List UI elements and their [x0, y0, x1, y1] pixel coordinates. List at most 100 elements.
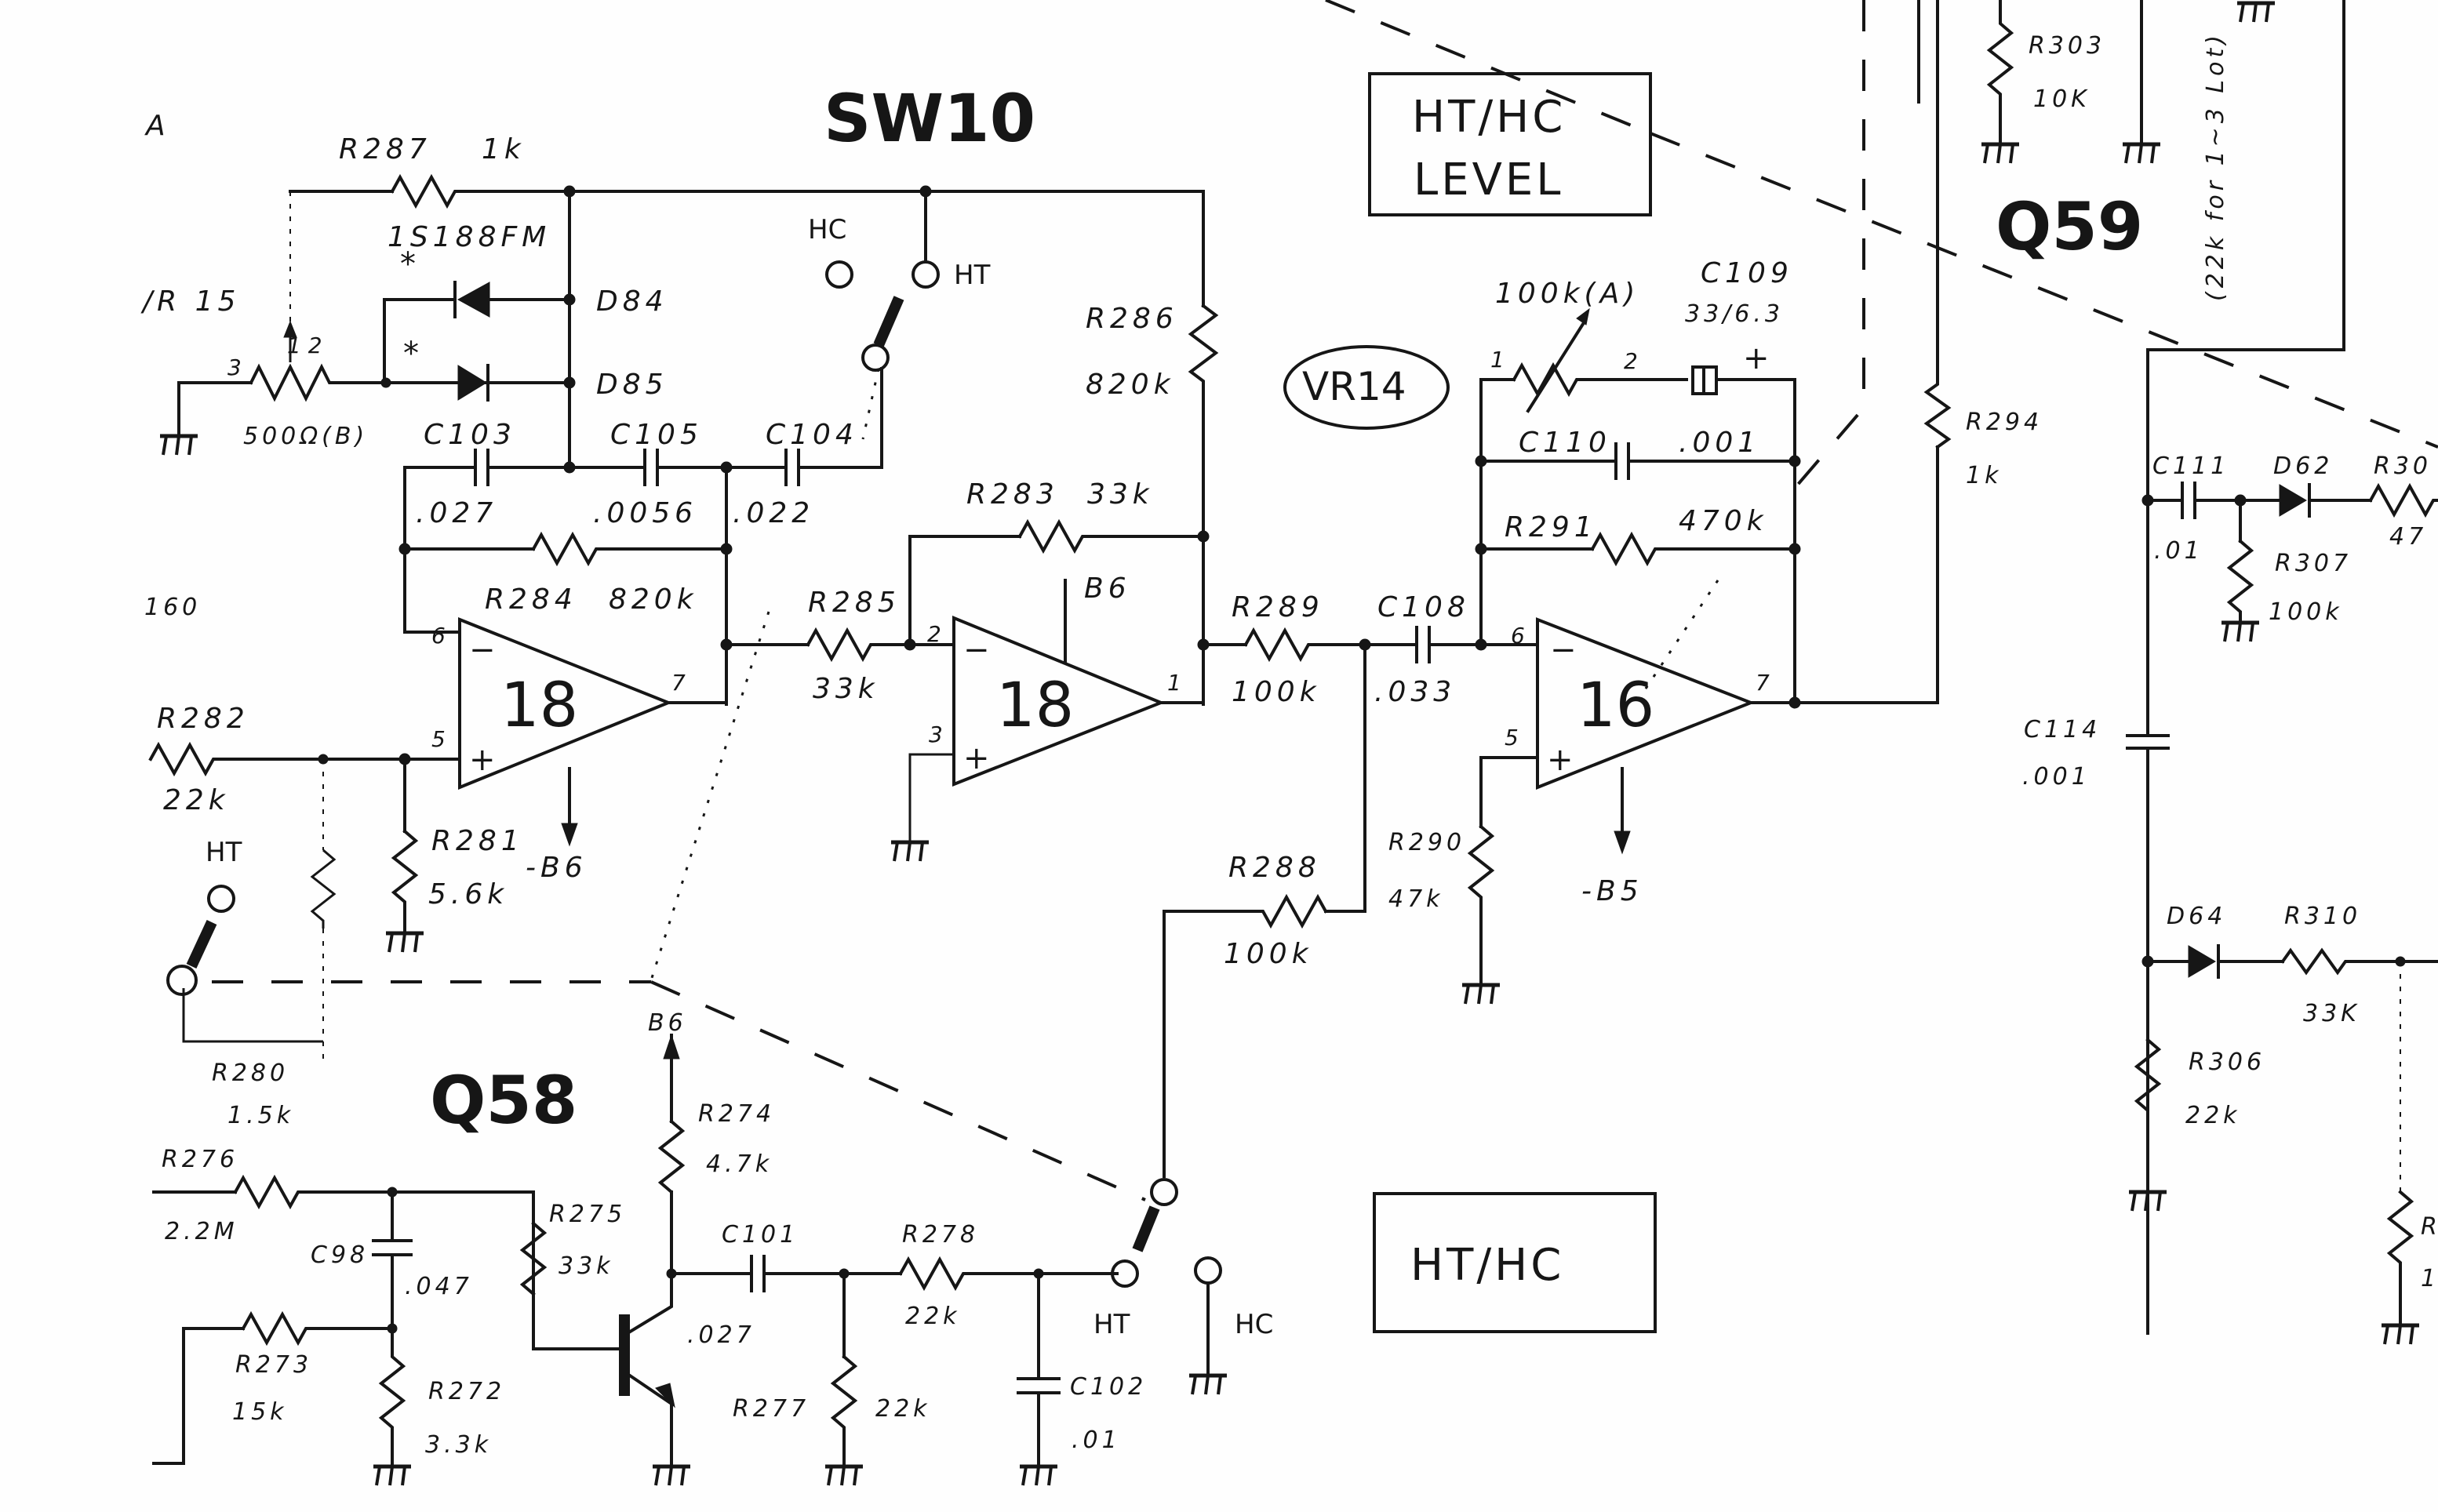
r286-ref: R286: [1086, 303, 1178, 335]
r284-resistor: [531, 531, 728, 567]
r310-ref: R310: [2284, 903, 2361, 930]
r303-note: (22k for 1~3 Lot): [2202, 31, 2229, 301]
d62-ref: D62: [2273, 453, 2333, 480]
r275-resistor: [519, 1221, 548, 1296]
sw-top-hc-contact[interactable]: [825, 260, 853, 289]
opamp-ic16: 16 − + 6 5 7: [1505, 617, 1770, 790]
r283-value: 33k: [1087, 478, 1154, 511]
ground-symbol: [891, 842, 929, 861]
edge-label-160: 160: [144, 594, 201, 621]
switch-title-sw10: SW10: [824, 80, 1035, 157]
diode-type-1s188fm: 1S188FM: [388, 221, 551, 253]
opamp1-pin-inv: 6: [431, 623, 446, 649]
c110-ref: C110: [1519, 427, 1611, 459]
q58-transistor: [619, 1190, 675, 1468]
transistor-label-q58: Q58: [430, 1062, 577, 1139]
r30x-resistor: [2368, 482, 2438, 518]
vr14-label: VR14: [1283, 345, 1450, 430]
opamp3-plus: +: [1547, 742, 1574, 778]
opamp3-pin-out: 7: [1756, 670, 1770, 696]
supply-b6-top: B6: [1084, 572, 1131, 605]
r288-resistor: [1163, 893, 1328, 1178]
r281-value: 5.6k: [428, 878, 508, 910]
ht-hc-level-line1: HT/HC: [1412, 92, 1566, 143]
r278-resistor: [898, 1256, 1119, 1292]
ground-symbol: [1981, 144, 2019, 163]
opamp2-label: 18: [996, 671, 1074, 741]
vr14-potentiometer[interactable]: [1512, 362, 1688, 398]
supply-neg-b6: -B6: [526, 852, 588, 884]
r294-ref: R294: [1966, 409, 2043, 436]
opamp2-plus: +: [963, 740, 990, 776]
ground-symbol: [825, 1467, 863, 1485]
asterisk-d85: *: [403, 336, 419, 372]
r291-ref: R291: [1505, 511, 1597, 543]
ground-symbol: [1189, 1376, 1227, 1394]
r303-value: 10K: [2033, 85, 2090, 113]
c98-ref: C98: [311, 1241, 369, 1269]
d84-ref: D84: [596, 285, 668, 318]
r294-resistor: [1923, 0, 1952, 449]
c114-ref: C114: [2024, 716, 2101, 743]
opamp2-pin-inv: 2: [927, 621, 941, 647]
r272-ref: R272: [428, 1378, 505, 1405]
c103-value: .027: [416, 497, 497, 529]
opamp3-label: 16: [1577, 671, 1654, 741]
c98-value: .047: [405, 1273, 473, 1300]
ground-symbol: [1462, 985, 1500, 1004]
sw-left-lever[interactable]: [186, 920, 217, 969]
r273-value: 15k: [232, 1398, 288, 1426]
r3xx-value: 15: [2421, 1265, 2438, 1292]
c109-value: 33/6.3: [1685, 300, 1784, 328]
opamp3-pin-noninv: 5: [1505, 725, 1519, 751]
c104-ref: C104: [766, 419, 858, 451]
vr14-pot-pin1: 1: [1490, 347, 1505, 373]
d64-diode: [2188, 945, 2216, 978]
sw-top-lever[interactable]: [873, 296, 904, 347]
r306-ref: R306: [2189, 1049, 2265, 1076]
c103-ref: C103: [424, 419, 516, 451]
ground-symbol: [1020, 1467, 1057, 1485]
opamp1-pin-noninv: 5: [431, 726, 446, 752]
sw-bot-ht-contact[interactable]: [1111, 1259, 1139, 1288]
r273-resistor: [241, 1310, 394, 1347]
r3xx-ref: R: [2421, 1213, 2438, 1241]
r283-resistor: [1017, 518, 1205, 706]
ground-symbol: [2221, 623, 2259, 642]
d84-diode: [457, 282, 490, 318]
r276-value: 2.2M: [165, 1218, 238, 1245]
supply-neg-b5: -B5: [1581, 875, 1643, 907]
r310-value: 33K: [2303, 1000, 2360, 1027]
sw-left-ht-contact[interactable]: [207, 885, 235, 913]
r290-ref: R290: [1388, 829, 1465, 856]
r274-resistor: [657, 1119, 686, 1275]
sw-bot-hc-contact[interactable]: [1194, 1256, 1222, 1285]
r282-ref: R282: [157, 703, 249, 735]
r280-resistor: [310, 849, 337, 929]
r294-value: 1k: [1966, 462, 2002, 489]
r291-resistor: [1590, 531, 1796, 567]
r280-value: 1.5k: [227, 1102, 294, 1129]
sw-bot-lever[interactable]: [1132, 1205, 1160, 1252]
r291-value: 470k: [1679, 505, 1768, 537]
sw-bot-hc-label: HC: [1235, 1309, 1273, 1340]
ht-hc-box-label: HT/HC: [1410, 1240, 1564, 1291]
ht-hc-level-box: HT/HC LEVEL: [1368, 72, 1652, 216]
vr15-resistor: [249, 363, 386, 402]
supply-b6-q58: B6: [648, 1009, 687, 1037]
vr15-pin3: 3: [227, 354, 242, 380]
r3xx-resistor: [2386, 1190, 2414, 1327]
r274-value: 4.7k: [706, 1150, 773, 1178]
ground-symbol: [373, 1467, 411, 1485]
r303-resistor: [1986, 0, 2014, 143]
ht-hc-box: HT/HC: [1373, 1192, 1657, 1333]
opamp3-minus: −: [1550, 632, 1577, 668]
c101-value: .027: [687, 1321, 755, 1349]
opamp1-plus: +: [469, 742, 496, 778]
opamp-ic18-first: 18 − + 6 5 7: [431, 617, 686, 790]
r306-resistor: [2134, 1038, 2162, 1194]
c101-ref: C101: [722, 1221, 799, 1248]
sw-top-ht-contact[interactable]: [912, 260, 940, 289]
vr15-value: 500Ω(B): [243, 423, 368, 450]
